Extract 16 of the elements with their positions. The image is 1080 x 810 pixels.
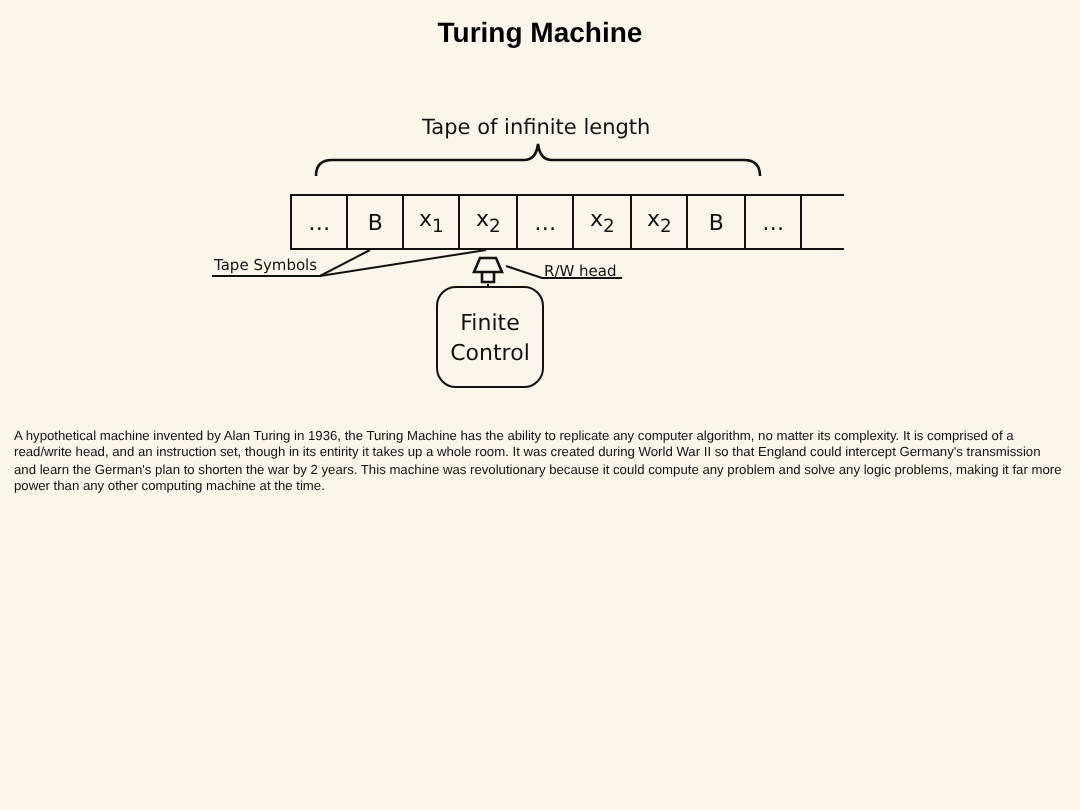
tape-cell: B bbox=[686, 194, 747, 250]
tape-cell: … bbox=[516, 194, 575, 250]
tape-cell: x$_{2}$ bbox=[572, 194, 633, 250]
read-write-head-icon bbox=[472, 256, 504, 284]
tape-cell: x$_{2}$ bbox=[458, 194, 519, 250]
tape-cell: x$_{2}$ bbox=[630, 194, 689, 250]
leader-line bbox=[505, 265, 623, 279]
tape-cell: … bbox=[744, 194, 803, 250]
finite-control-box: Finite Control bbox=[436, 286, 544, 388]
tape-cell: x$_{1}$ bbox=[402, 194, 461, 250]
title: Turing Machine bbox=[435, 16, 645, 48]
tape-cell: B bbox=[346, 194, 405, 250]
tape-cell bbox=[800, 194, 845, 250]
leader-line bbox=[211, 249, 487, 277]
tape-label: Tape of infinite length bbox=[422, 116, 651, 140]
tape-cell: … bbox=[290, 194, 349, 250]
